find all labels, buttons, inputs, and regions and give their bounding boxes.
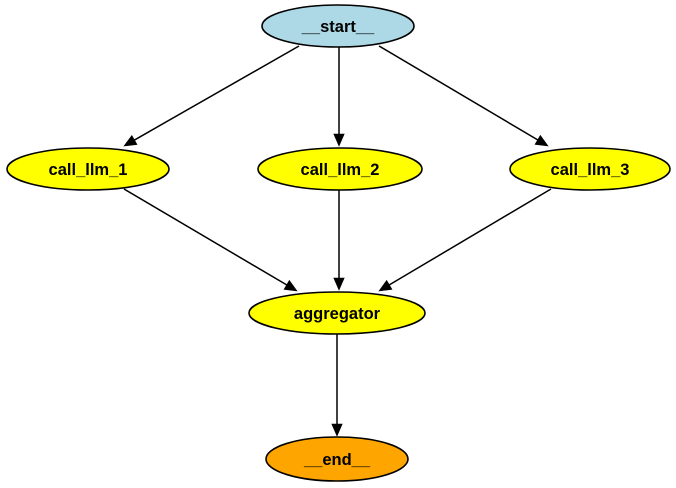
graph-node-start[interactable]: __start__ <box>261 4 415 48</box>
edges-layer <box>123 45 552 437</box>
graph-edge <box>123 188 298 292</box>
graph-edge <box>378 45 549 147</box>
node-shape[interactable] <box>261 4 415 48</box>
edge-line <box>123 188 288 286</box>
node-shape[interactable] <box>257 147 423 191</box>
edge-arrowhead-icon <box>333 133 345 147</box>
node-label: aggregator <box>294 305 381 323</box>
graph-node-call_llm_2[interactable]: call_llm_2 <box>257 147 423 191</box>
graph-edge <box>333 47 345 147</box>
node-shape[interactable] <box>248 291 426 335</box>
node-label: call_llm_2 <box>301 161 380 179</box>
node-shape[interactable] <box>509 147 671 191</box>
graph-node-aggregator[interactable]: aggregator <box>248 291 426 335</box>
node-label: __end__ <box>303 451 371 469</box>
node-label: __start__ <box>301 18 375 36</box>
edge-line <box>134 45 300 141</box>
node-label: call_llm_3 <box>551 161 630 179</box>
graph-node-call_llm_3[interactable]: call_llm_3 <box>509 147 671 191</box>
graph-node-end[interactable]: __end__ <box>265 436 409 482</box>
graph-edge <box>378 188 552 292</box>
graph-edge <box>331 334 343 437</box>
edge-line <box>388 188 552 286</box>
edge-arrowhead-icon <box>378 279 393 292</box>
node-label: call_llm_1 <box>49 161 128 179</box>
edge-arrowhead-icon <box>123 134 138 147</box>
node-shape[interactable] <box>6 147 170 191</box>
node-shape[interactable] <box>265 436 409 482</box>
edge-arrowhead-icon <box>333 277 345 291</box>
nodes-layer: __start__ call_llm_1 call_llm_2 call_llm_3a… <box>6 4 671 482</box>
edge-line <box>378 45 539 141</box>
edge-arrowhead-icon <box>331 423 343 437</box>
graph-node-call_llm_1[interactable]: call_llm_1 <box>6 147 170 191</box>
edge-arrowhead-icon <box>283 279 298 292</box>
edge-arrowhead-icon <box>534 134 549 147</box>
graph-edge <box>123 45 300 147</box>
graph-edge <box>333 190 345 291</box>
